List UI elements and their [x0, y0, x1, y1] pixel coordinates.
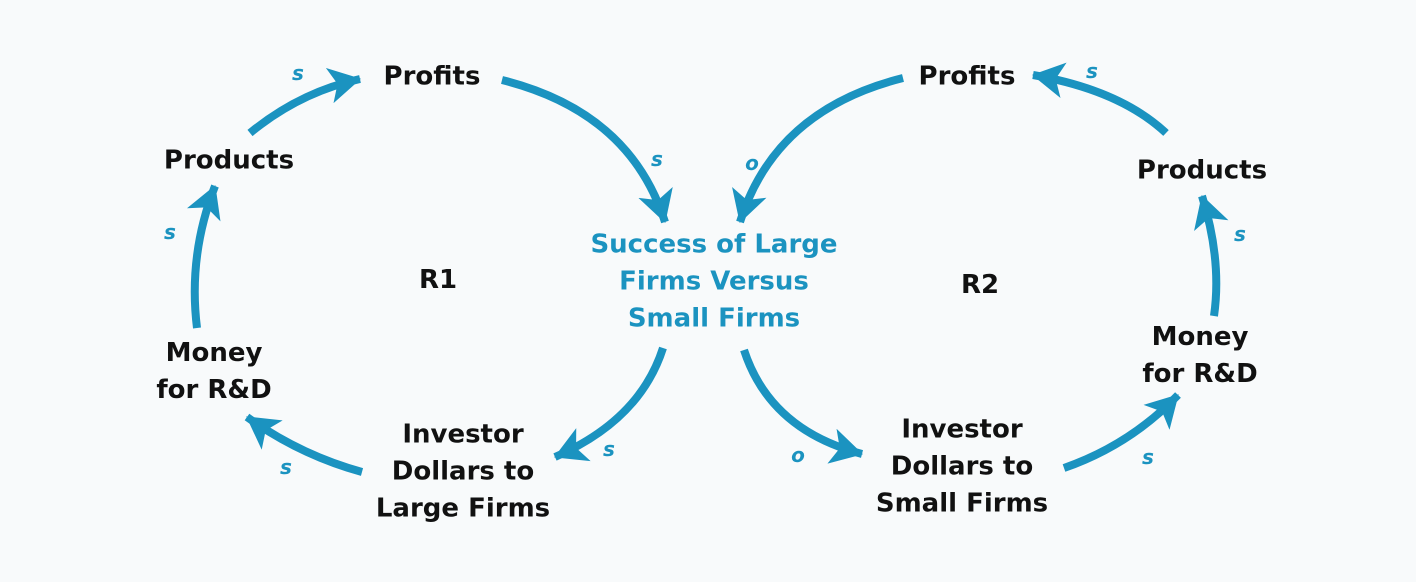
right-profits-label: Profits	[918, 61, 1016, 92]
node-left-profits: Profits	[384, 59, 481, 96]
left-investor-line-3: Large Firms	[375, 493, 551, 524]
arrow-left-money-to-products	[186, 184, 221, 329]
arrow-right-center-to-investor	[740, 348, 864, 464]
polarity-right-investor-to-money: s	[1142, 445, 1154, 469]
node-right-profits: Profits	[919, 59, 1016, 96]
left-money-line-2: for R&D	[156, 375, 272, 405]
arrow-right-products-to-profits	[1032, 62, 1169, 136]
arrow-left-investor-to-money	[244, 413, 364, 476]
right-money-line-2: for R&D	[1142, 359, 1258, 389]
right-products-label: Products	[1136, 155, 1268, 186]
node-left-investor-dollars: Investor Dollars to Large Firms	[376, 417, 550, 528]
left-investor-line-2: Dollars to	[391, 456, 535, 487]
center-line-3: Small Firms	[627, 303, 801, 334]
arrow-left-profits-to-center	[501, 76, 673, 224]
node-right-investor-dollars: Investor Dollars to Small Firms	[876, 412, 1048, 523]
right-investor-line-3: Small Firms	[875, 488, 1049, 519]
polarity-left-money-to-products: s	[164, 220, 176, 244]
left-money-line-1: Money	[165, 338, 263, 368]
right-money-line-1: Money	[1151, 322, 1249, 352]
node-left-products: Products	[164, 143, 294, 180]
arrow-right-profits-to-center	[732, 74, 904, 224]
polarity-left-products-to-profits: s	[292, 61, 304, 85]
center-line-1: Success of Large	[590, 229, 838, 260]
polarity-right-money-to-products: s	[1234, 222, 1246, 246]
arrow-right-money-to-products	[1194, 194, 1229, 317]
left-products-label: Products	[163, 145, 295, 176]
left-profits-label: Profits	[383, 61, 481, 92]
right-investor-line-1: Investor	[901, 414, 1023, 445]
polarity-left-center-to-investor: s	[603, 437, 615, 461]
polarity-right-profits-to-center: o	[745, 151, 759, 175]
node-right-products: Products	[1137, 153, 1267, 190]
polarity-left-profits-to-center: s	[651, 147, 663, 171]
arrow-left-center-to-investor	[553, 346, 667, 462]
left-investor-line-1: Investor	[402, 419, 524, 450]
center-line-2: Firms Versus	[619, 266, 809, 297]
loop-label-r1: R1	[418, 265, 458, 295]
loop-label-r2: R2	[960, 270, 1000, 300]
polarity-right-products-to-profits: s	[1086, 59, 1098, 83]
node-left-money-for-rnd: Money for R&D	[156, 335, 271, 409]
arrow-left-products-to-profits	[247, 67, 361, 137]
polarity-right-center-to-investor: o	[791, 443, 805, 467]
polarity-left-investor-to-money: s	[280, 455, 292, 479]
right-investor-line-2: Dollars to	[890, 451, 1034, 482]
arrow-right-investor-to-money	[1062, 392, 1181, 472]
node-right-money-for-rnd: Money for R&D	[1142, 319, 1257, 393]
node-success-large-vs-small: Success of Large Firms Versus Small Firm…	[590, 227, 837, 338]
